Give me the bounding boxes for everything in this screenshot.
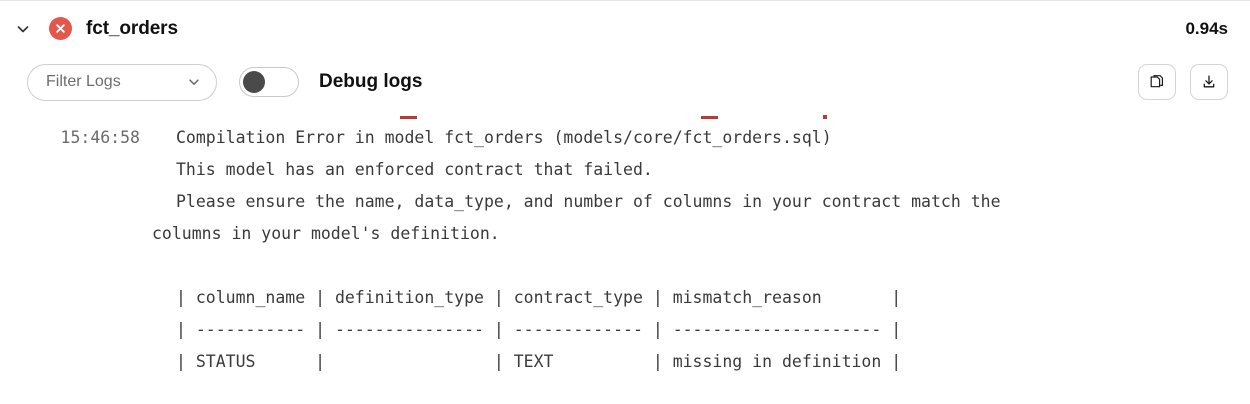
clipped-glyph — [823, 115, 827, 119]
toggle-knob — [243, 71, 265, 93]
log-line: Please ensure the name, data_type, and n… — [0, 186, 1250, 218]
node-header: fct_orders 0.94s — [0, 1, 1250, 56]
log-message: Please ensure the name, data_type, and n… — [176, 192, 1001, 211]
debug-logs-label: Debug logs — [319, 71, 423, 92]
log-output[interactable]: 15:46:58 Compilation Error in model fct_… — [0, 108, 1250, 404]
log-table-header: | column_name | definition_type | contra… — [176, 288, 902, 307]
log-message-wrapped: columns in your model's definition. — [152, 224, 500, 243]
download-icon — [1203, 75, 1215, 88]
clipped-log-row — [0, 108, 1250, 122]
log-timestamp: 15:46:58 — [60, 128, 140, 147]
status-badge — [49, 17, 72, 40]
download-logs-button[interactable] — [1190, 64, 1228, 100]
chevron-down-icon — [17, 25, 29, 32]
clipped-glyph — [400, 116, 417, 119]
expand-collapse-toggle[interactable] — [8, 14, 38, 44]
chevron-down-icon — [189, 79, 199, 85]
elapsed-time: 0.94s — [1185, 18, 1228, 38]
error-x-icon — [56, 24, 65, 33]
log-toolbar: Filter Logs Debug logs — [0, 56, 1250, 108]
log-message: Compilation Error in model fct_orders (m… — [176, 128, 832, 147]
filter-logs-select[interactable]: Filter Logs — [27, 63, 217, 101]
log-line: 15:46:58 Compilation Error in model fct_… — [0, 122, 1250, 154]
page-title: fct_orders — [86, 17, 178, 39]
log-table-separator: | ----------- | --------------- | ------… — [176, 320, 902, 339]
log-line: This model has an enforced contract that… — [0, 154, 1250, 186]
copy-logs-button[interactable] — [1138, 64, 1176, 100]
log-blank-line — [0, 250, 1250, 282]
log-table-row: | STATUS | | TEXT | missing in definitio… — [176, 352, 902, 371]
log-message: This model has an enforced contract that… — [176, 160, 653, 179]
copy-icon — [1150, 75, 1163, 88]
debug-logs-toggle[interactable] — [239, 67, 299, 97]
clipped-glyph — [701, 116, 718, 119]
filter-logs-label: Filter Logs — [46, 73, 121, 90]
